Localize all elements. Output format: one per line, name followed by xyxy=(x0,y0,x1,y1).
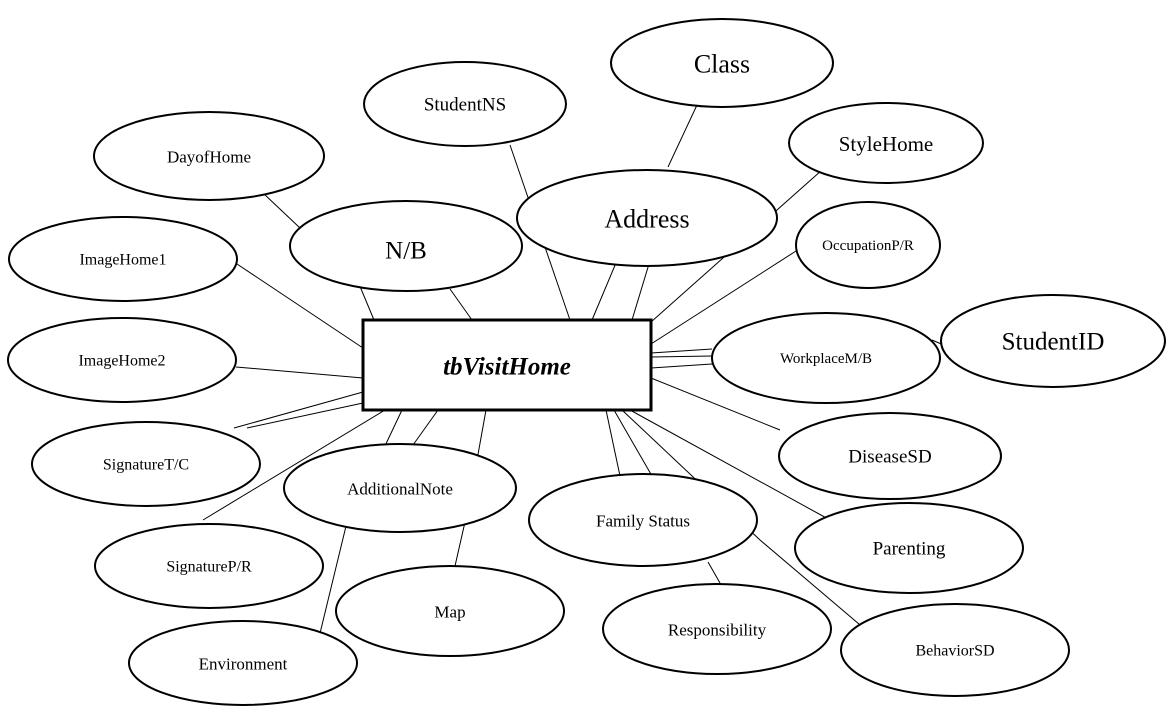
svg-text:Environment: Environment xyxy=(199,655,288,674)
svg-text:ImageHome1: ImageHome1 xyxy=(79,252,166,269)
attribute-additionalnote: AdditionalNote xyxy=(283,443,517,533)
svg-text:N/B: N/B xyxy=(385,238,427,265)
svg-text:SignatureP/R: SignatureP/R xyxy=(166,559,252,576)
link-entity-nb-b xyxy=(449,288,473,321)
attribute-behavior: BehaviorSD xyxy=(840,603,1070,697)
link-entity-disease xyxy=(650,377,781,431)
svg-text:Map: Map xyxy=(434,603,465,622)
link-entity-workplace-c xyxy=(650,363,713,369)
attribute-occupation: OccupationP/R xyxy=(795,201,941,289)
link-dayofhome-nb xyxy=(262,192,301,229)
link-entity-additionalnote-b xyxy=(412,409,439,446)
attribute-address: Address xyxy=(516,169,778,267)
link-entity-additionalnote-c xyxy=(383,409,403,449)
link-entity-signaturetc-a xyxy=(233,391,364,429)
link-class-address xyxy=(667,104,698,168)
svg-text:Responsibility: Responsibility xyxy=(668,621,767,640)
attribute-studentns: StudentNS xyxy=(363,61,567,147)
svg-text:Class: Class xyxy=(694,50,750,79)
attribute-disease: DiseaseSD xyxy=(778,412,1002,500)
link-entity-signaturetc-b xyxy=(246,402,364,429)
entity-tbvisithome: tbVisitHome xyxy=(361,318,653,412)
svg-text:Parenting: Parenting xyxy=(873,539,946,560)
attribute-parenting: Parenting xyxy=(794,502,1024,594)
svg-text:StyleHome: StyleHome xyxy=(839,132,934,156)
attribute-imagehome2: ImageHome2 xyxy=(7,317,237,403)
link-entity-occupation xyxy=(650,250,797,345)
link-entity-familystatus-a xyxy=(605,409,621,477)
attribute-signaturetc: SignatureT/C xyxy=(31,421,261,507)
svg-text:StudentID: StudentID xyxy=(1002,329,1105,356)
svg-text:WorkplaceM/B: WorkplaceM/B xyxy=(780,351,872,367)
svg-text:StudentNS: StudentNS xyxy=(424,95,506,116)
attribute-environment: Environment xyxy=(128,620,358,706)
attribute-map: Map xyxy=(335,565,565,657)
svg-text:tbVisitHome: tbVisitHome xyxy=(443,354,571,381)
link-familystatus-behavior xyxy=(759,539,867,631)
attribute-familystatus: Family Status xyxy=(528,473,758,567)
link-entity-workplace-a xyxy=(650,348,713,354)
svg-text:Family Status: Family Status xyxy=(596,512,690,531)
svg-text:ImageHome2: ImageHome2 xyxy=(78,353,165,370)
svg-text:AdditionalNote: AdditionalNote xyxy=(347,480,453,499)
link-entity-signaturepr xyxy=(202,409,386,521)
svg-text:SignatureT/C: SignatureT/C xyxy=(103,457,189,474)
attribute-stylehome: StyleHome xyxy=(788,102,984,184)
svg-text:DiseaseSD: DiseaseSD xyxy=(848,447,931,468)
link-entity-imagehome2 xyxy=(235,366,364,379)
attribute-imagehome1: ImageHome1 xyxy=(8,216,238,302)
svg-text:BehaviorSD: BehaviorSD xyxy=(915,643,994,660)
link-entity-additionalnote-a xyxy=(476,409,487,461)
attribute-responsibility: Responsibility xyxy=(602,583,832,675)
attribute-studentid: StudentID xyxy=(940,294,1166,388)
attribute-class: Class xyxy=(610,18,834,108)
link-additionalnote-map xyxy=(454,521,466,567)
attribute-nb: N/B xyxy=(289,200,523,292)
svg-text:DayofHome: DayofHome xyxy=(167,148,251,167)
attribute-signaturepr: SignatureP/R xyxy=(94,523,324,609)
attribute-workplace: WorkplaceM/B xyxy=(711,312,941,404)
link-entity-parenting xyxy=(629,409,831,521)
attribute-dayofhome: DayofHome xyxy=(93,111,325,201)
svg-text:OccupationP/R: OccupationP/R xyxy=(822,238,914,254)
link-entity-imagehome1 xyxy=(233,261,364,349)
svg-text:Address: Address xyxy=(604,205,689,234)
link-entity-familystatus-b xyxy=(613,409,653,477)
link-familystatus-responsibility xyxy=(707,561,721,584)
link-entity-workplace-b xyxy=(650,355,713,358)
